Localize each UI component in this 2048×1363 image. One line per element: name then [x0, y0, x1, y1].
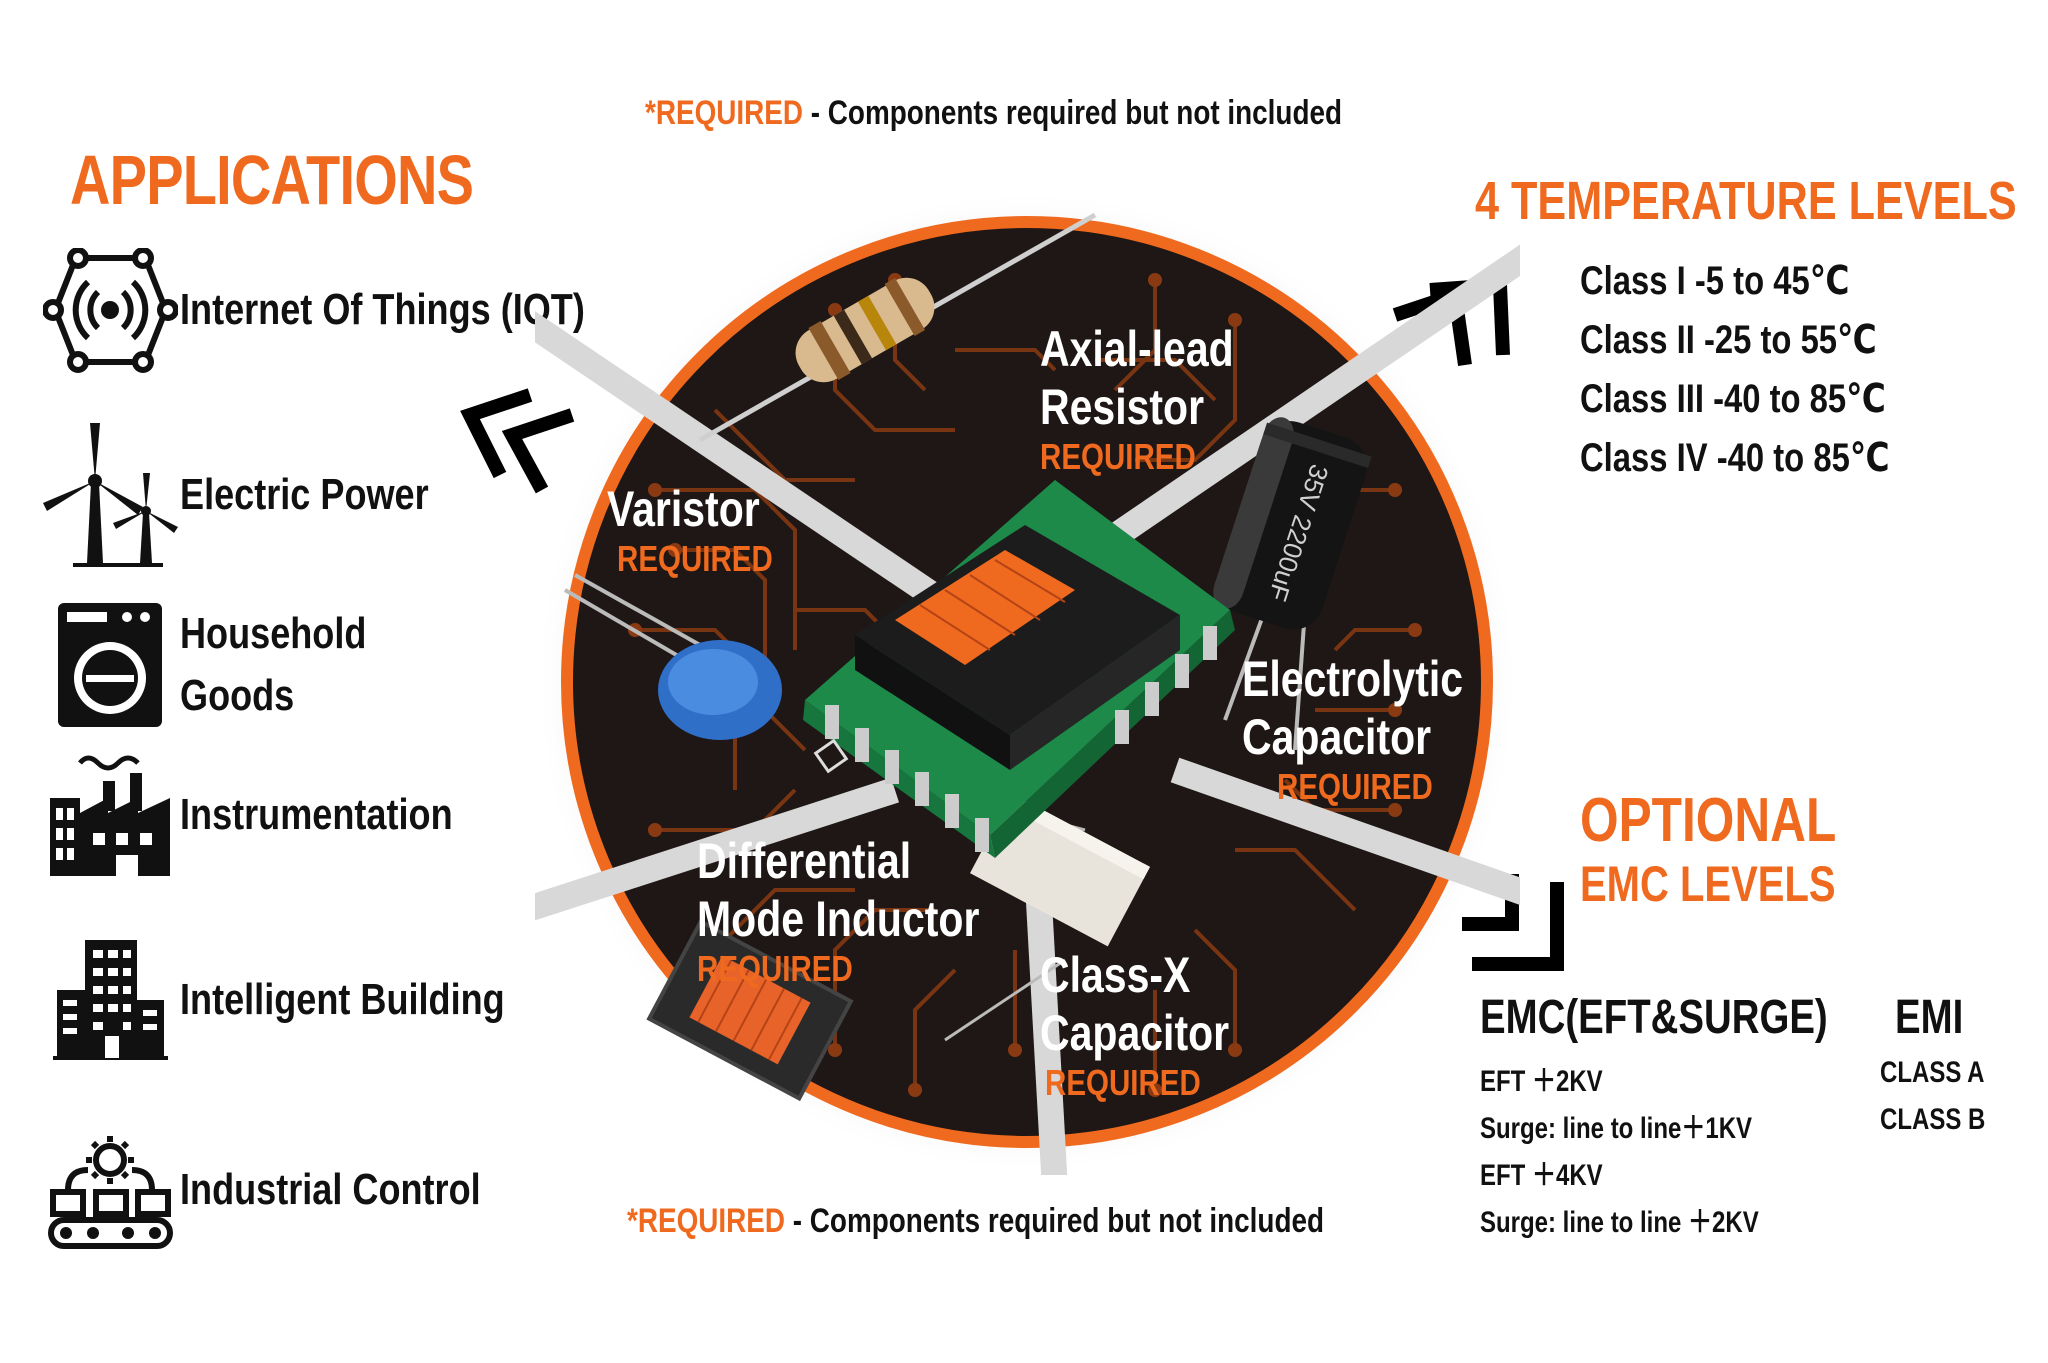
temperature-level-item: Class II -25 to 55℃ — [1580, 318, 1877, 362]
iot-network-icon — [40, 245, 180, 375]
label-axial-lead-resistor: Axial-lead Resistor REQUIRED — [1040, 320, 1276, 478]
required-tag: REQUIRED — [617, 538, 773, 579]
app-item-electric-power: Electric Power — [40, 422, 630, 567]
app-label-line2: Goods — [180, 671, 295, 720]
app-item-industrial-control: Industrial Control — [40, 1120, 630, 1260]
label-electrolytic-capacitor: Electrolytic Capacitor REQUIRED — [1242, 650, 1512, 808]
label-class-x-capacitor: Class-X Capacitor REQUIRED — [1040, 946, 1271, 1104]
emc-level-item: Surge: line to line＋1KV — [1480, 1112, 1753, 1145]
required-marker: *REQUIRED — [627, 1202, 786, 1240]
inductor-image — [646, 918, 854, 1102]
required-marker: *REQUIRED — [645, 94, 804, 132]
app-label-line1: Household — [180, 609, 367, 658]
required-tag: REQUIRED — [1277, 766, 1433, 807]
app-label: Intelligent Building — [180, 975, 505, 1024]
chevron-arrow-left-icon — [460, 388, 575, 494]
app-item-household-goods: Household Goods — [40, 595, 630, 735]
applications-title: APPLICATIONS — [70, 141, 474, 219]
bottom-required-note: *REQUIRED - Components required but not … — [627, 1202, 1477, 1241]
label-differential-mode-inductor: Differential Mode Inductor REQUIRED — [697, 832, 1041, 990]
pcb-disc-graphic: 35V 2200uF — [517, 190, 1550, 1191]
emi-level-item: CLASS A — [1880, 1056, 1985, 1089]
optional-title: OPTIONAL — [1580, 786, 1837, 855]
required-tag: REQUIRED — [1040, 436, 1196, 477]
app-label: Industrial Control — [180, 1165, 481, 1214]
temperature-level-item: Class IV -40 to 85℃ — [1580, 436, 1890, 480]
washing-machine-icon — [40, 600, 180, 730]
component-title-line2: Capacitor — [1040, 1005, 1230, 1061]
temperature-levels-title: 4 TEMPERATURE LEVELS — [1475, 171, 2017, 231]
component-title-line1: Axial-lead — [1040, 321, 1234, 377]
component-title-line2: Resistor — [1040, 379, 1205, 435]
emc-level-item: EFT ＋2KV — [1480, 1065, 1603, 1098]
required-tag: REQUIRED — [1045, 1062, 1201, 1103]
building-icon — [40, 935, 180, 1065]
temperature-level-item: Class I -5 to 45℃ — [1580, 259, 1850, 303]
electrolytic-capacitor-image: 35V 2200uF — [1213, 417, 1372, 751]
emc-level-item: EFT ＋4KV — [1480, 1159, 1603, 1192]
app-item-iot: Internet Of Things (IOT) — [40, 240, 630, 380]
required-note-text: - Components required but not included — [785, 1202, 1325, 1240]
power-module-image — [803, 480, 1235, 858]
top-required-note: *REQUIRED - Components required but not … — [645, 94, 1495, 133]
conveyor-gear-icon — [40, 1125, 180, 1255]
label-varistor: Varistor REQUIRED — [607, 480, 807, 580]
varistor-image — [563, 573, 782, 740]
required-tag: REQUIRED — [697, 948, 853, 989]
app-label: Instrumentation — [180, 790, 453, 839]
component-title-line2: Mode Inductor — [697, 891, 980, 947]
app-item-intelligent-building: Intelligent Building — [40, 930, 630, 1070]
emi-level-item: CLASS B — [1880, 1103, 1986, 1136]
component-title-line1: Electrolytic — [1242, 651, 1464, 707]
emc-levels-title: EMC LEVELS — [1580, 856, 1836, 912]
app-label: Internet Of Things (IOT) — [180, 285, 585, 334]
factory-icon — [40, 750, 180, 880]
wind-turbine-icon — [40, 422, 180, 567]
axial-resistor-image — [698, 212, 1097, 443]
emc-level-item: Surge: line to line ＋2KV — [1480, 1206, 1759, 1239]
component-title-line2: Capacitor — [1242, 709, 1432, 765]
emi-heading: EMI — [1895, 991, 1964, 1044]
temperature-level-item: Class III -40 to 85℃ — [1580, 377, 1886, 421]
component-title-line1: Varistor — [607, 481, 760, 537]
app-label: Electric Power — [180, 470, 429, 519]
app-item-instrumentation: Instrumentation — [40, 745, 630, 885]
emc-eft-surge-heading: EMC(EFT&SURGE) — [1480, 991, 1828, 1044]
component-disc: 35V 2200uF — [517, 190, 1550, 1191]
component-title-line1: Differential — [697, 833, 912, 889]
required-note-text: - Components required but not included — [803, 94, 1343, 132]
component-title-line1: Class-X — [1040, 947, 1191, 1003]
